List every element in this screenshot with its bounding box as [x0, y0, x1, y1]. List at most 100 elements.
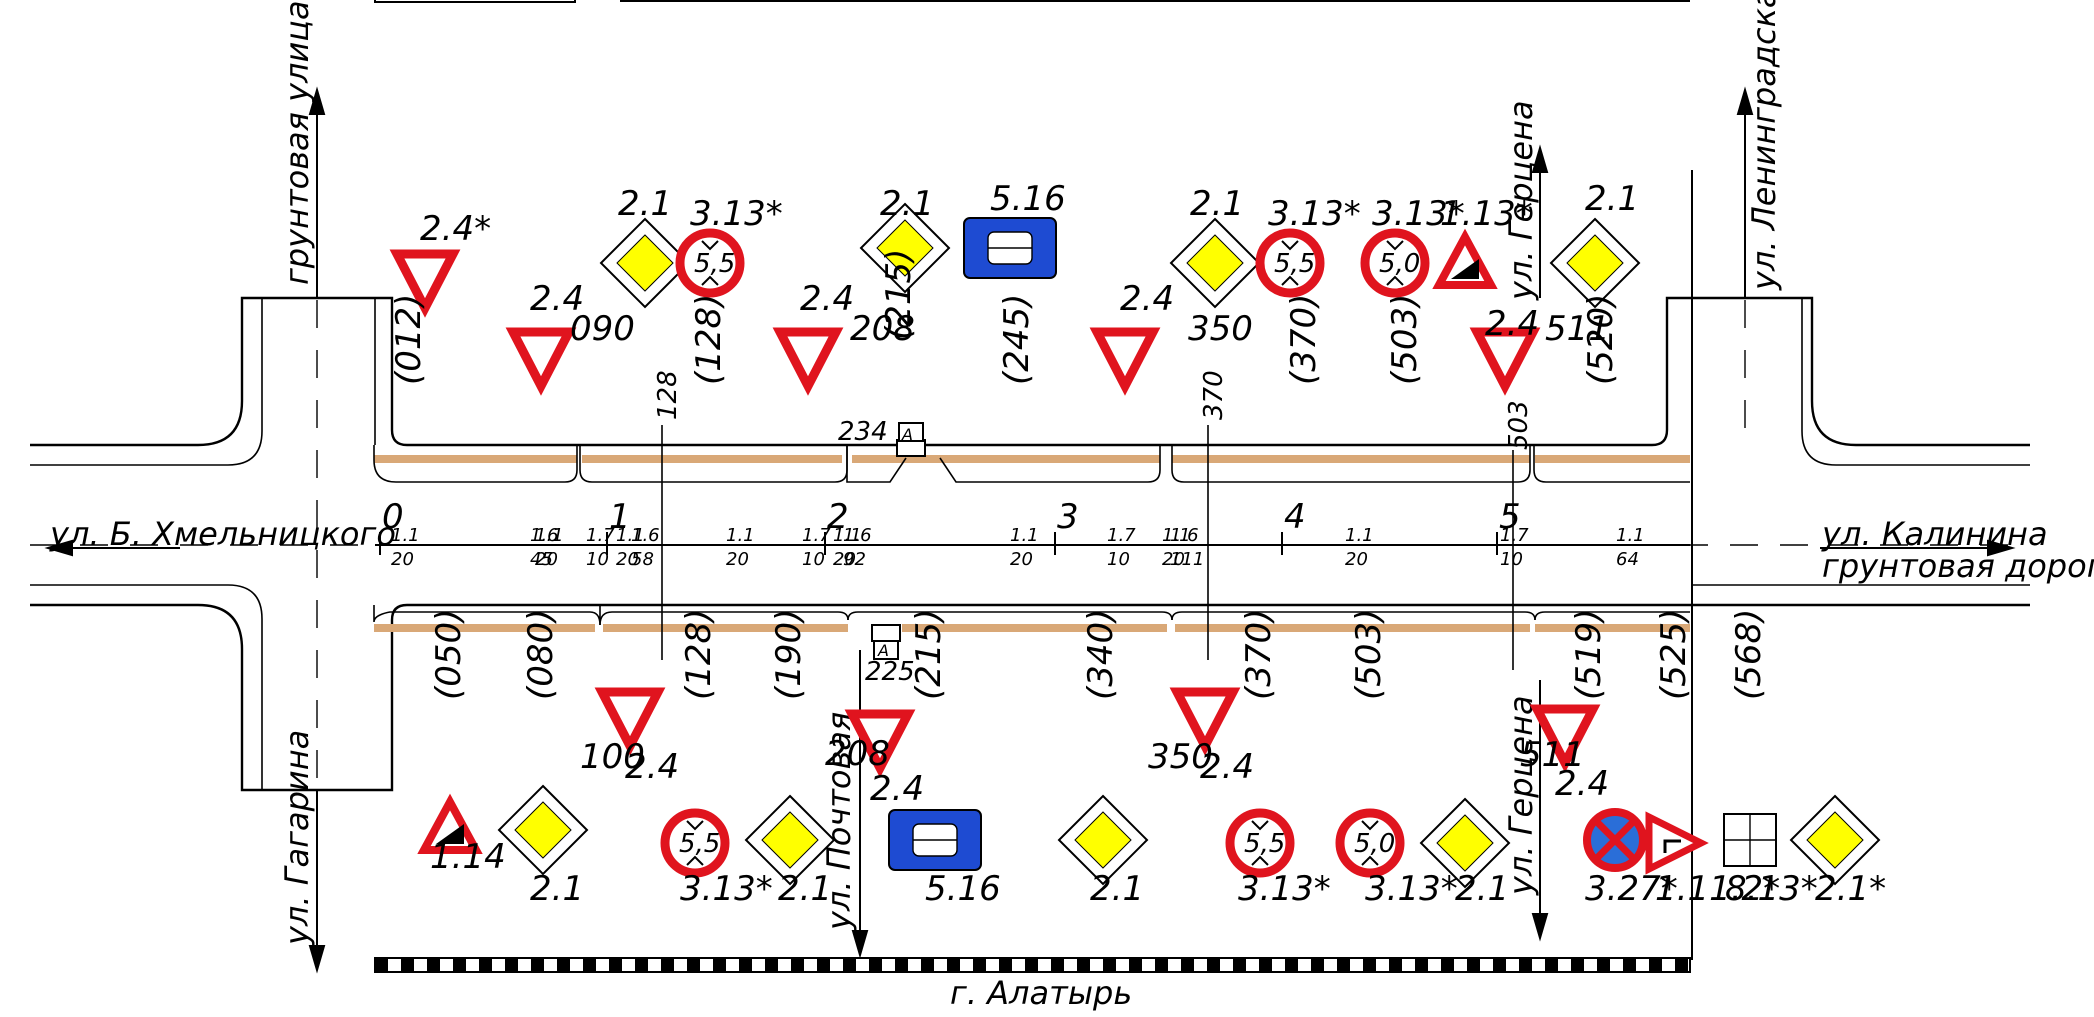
sign-code: 2.4	[1485, 304, 1539, 344]
street-leningradskaya: ул. Ленинградская	[1745, 0, 1783, 291]
sign-yield: 2.4* (012)	[389, 209, 491, 385]
sign-plate: 8.13*(568)	[1723, 609, 1818, 909]
sign-code: 3.13*	[1268, 194, 1361, 234]
axis-mark: 1.710	[1103, 525, 1136, 570]
street-gertsena-bottom: ул. Герцена	[1502, 695, 1540, 896]
axis-mark-bottom: 20	[1345, 549, 1368, 570]
axis-mark: 1.120	[722, 525, 755, 570]
sign-position: (525)	[1654, 609, 1694, 700]
sign-position: (128)	[679, 609, 719, 700]
km-post-label: 2	[827, 497, 849, 537]
axis-mark-top: 1.1	[391, 525, 420, 546]
street-gertsena-top: ул. Герцена	[1502, 100, 1540, 301]
sign-priority: 2.1(340)	[1057, 609, 1149, 909]
sign-code: 1.13*	[1440, 194, 1533, 234]
axis-mark: 1.710	[798, 525, 831, 570]
axis-mark-bottom: 10	[1107, 549, 1130, 570]
sign-position: 208	[850, 309, 915, 349]
axis-mark-top: 1.7	[1500, 525, 1529, 546]
axis-mark: 1.120	[387, 525, 420, 570]
km-post-label: 0	[382, 497, 404, 537]
axis-mark: 1.164	[1612, 525, 1645, 570]
sign-position: 100	[580, 737, 645, 777]
axis-mark-bottom: 10	[586, 549, 609, 570]
axis-mark-bottom: 20	[391, 549, 414, 570]
axis-mark-top: 1.1	[535, 525, 564, 546]
sign-descent: 1.13*	[1432, 194, 1533, 289]
sign-code: 5.16	[925, 869, 1001, 909]
sign-position: 350	[1148, 737, 1213, 777]
sign-position: (503)	[1349, 609, 1389, 700]
axis-marks: 1.1201.6451.1201.7101.1201.6581.1201.710…	[375, 525, 1690, 570]
km-post: 3	[1054, 497, 1079, 555]
bus-stops: А 234 А 225	[838, 417, 926, 687]
walkways	[373, 445, 1690, 632]
stop-top-label: 234	[838, 417, 888, 447]
sign-position: 511	[1520, 735, 1585, 775]
axis-mark-top: 1.1	[1162, 525, 1191, 546]
sign-position: (012)	[389, 294, 429, 385]
axis-mark: 1.658	[627, 525, 660, 570]
sign-code: 2.4	[1555, 764, 1609, 804]
axis-mark: 1.120	[1006, 525, 1039, 570]
sign-code: 2.1	[1455, 869, 1509, 909]
height-value: 5,0	[1354, 829, 1395, 859]
street-gruntovaya-doroga: грунтовая дорога	[1822, 547, 2094, 585]
sign-code: 3.13*	[1365, 869, 1458, 909]
sign-code: 2.1	[880, 184, 934, 224]
axis-mark-bottom: 20	[833, 549, 856, 570]
km-post: 1	[606, 497, 631, 555]
sign-position: (370)	[1239, 609, 1279, 700]
axis-mark-top: 1.6	[631, 525, 660, 546]
axis-mark-bottom: 20	[616, 549, 639, 570]
sign-position: (215)	[909, 609, 949, 700]
axis-mark-bottom: 58	[631, 549, 654, 570]
top-signs: 2.4*(012)2.40902.15,53.13*(128)2.42082.1…	[389, 179, 1641, 396]
street-gagarina: ул. Гагарина	[278, 730, 316, 946]
street-khmelnitskogo: ул. Б. Хмельницкого	[49, 515, 396, 553]
sign-position: 208	[825, 734, 890, 774]
sign-position: (568)	[1729, 609, 1769, 700]
sign-position: (128)	[689, 294, 729, 385]
sign-code: 3.13*	[680, 869, 773, 909]
sign-priority: 2.1*	[1789, 794, 1886, 909]
sign-bus: 5.16(245)	[963, 179, 1066, 385]
axis-mark-top: 1.7	[1107, 525, 1136, 546]
street-gruntovaya-ulitsa: грунтовая улица	[278, 0, 316, 285]
sign-code: 2.1	[530, 869, 584, 909]
mark-503: 503	[1504, 400, 1534, 450]
sign-height: 5,53.13*(128)	[660, 609, 773, 909]
sign-ascent: 1.14(050)	[417, 609, 506, 877]
sign-height: 5,53.13*(370)	[1255, 194, 1361, 385]
axis-mark-bottom: 92	[843, 549, 866, 570]
km-post: 0	[379, 497, 404, 555]
sign-height: 5,0 3.13* (503)	[1335, 609, 1458, 909]
sign-position: (370)	[1284, 294, 1324, 385]
km-post-label: 4	[1284, 497, 1306, 537]
axis-mark-bottom: 20	[726, 549, 749, 570]
axis-mark: 1.120	[531, 525, 564, 570]
axis-mark: 1.120	[612, 525, 645, 570]
sign-priority: 2.1(190)	[744, 609, 836, 909]
sign-code: 2.4	[530, 279, 584, 319]
axis-mark: 1.120	[1341, 525, 1374, 570]
sign-code: 2.4*	[420, 209, 491, 249]
street-pochtovaya: ул. Почтовая	[820, 712, 858, 931]
sign-code: 2.1*	[1815, 869, 1886, 909]
sign-priority: 2.1(080)	[497, 609, 589, 909]
sign-position: (215)	[879, 249, 919, 340]
sign-code: 2.4	[1120, 279, 1174, 319]
sign-priority: 2.1	[599, 184, 691, 309]
axis-mark-bottom: 20	[1010, 549, 1033, 570]
sign-no-stopping: 3.27*(519)	[1569, 609, 1678, 909]
axis-mark-top: 1.1	[1616, 525, 1645, 546]
sign-position: (519)	[1569, 609, 1609, 700]
sign-position: (520)	[1581, 294, 1621, 385]
stop-plate-top: А	[901, 425, 913, 444]
sign-code: 2.4	[625, 747, 679, 787]
sign-priority: 2.1	[1169, 184, 1261, 309]
